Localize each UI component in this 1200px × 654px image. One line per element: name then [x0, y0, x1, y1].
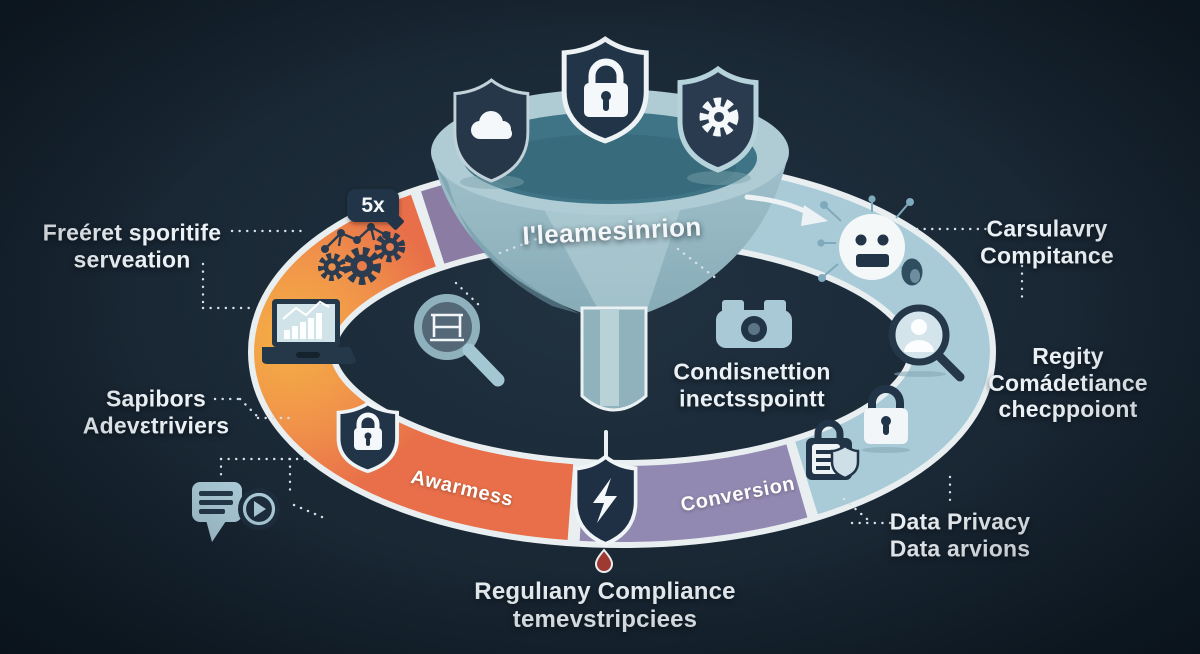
gear-glyph — [699, 97, 739, 137]
label-bottom-right: Data Privacy Data arvions — [889, 508, 1031, 561]
multiplier-badge: 5x — [347, 189, 405, 231]
icon-shadow — [894, 371, 946, 377]
label-mid-left: Sapibors Adevεtriviers — [82, 385, 230, 438]
magnifier-document-icon — [414, 294, 505, 387]
shield-shadow — [687, 171, 751, 185]
connector-dotted-line — [238, 397, 260, 419]
connector-dotted-line — [292, 503, 324, 519]
label-bottom-center: Regulıany Compliance temevstripciees — [474, 578, 736, 633]
label-top-right: Carsulavry Compitance — [980, 215, 1114, 268]
label-inner-right: Condisnettion inectsspointt — [673, 358, 831, 411]
label-top-left: Freéret sporitife serveation — [42, 219, 222, 272]
label-mid-right: Regity Comádetiance checppoiont — [988, 342, 1148, 423]
egg-icon — [901, 258, 923, 286]
multiplier-badge-label: 5x — [361, 193, 385, 217]
drop-icon — [594, 548, 614, 573]
funnel-stem-highlight — [600, 310, 619, 406]
chat-bubble-icon — [192, 482, 242, 542]
icon-shadow — [862, 447, 910, 453]
play-badge-icon — [238, 488, 280, 530]
camera-icon — [716, 300, 792, 348]
